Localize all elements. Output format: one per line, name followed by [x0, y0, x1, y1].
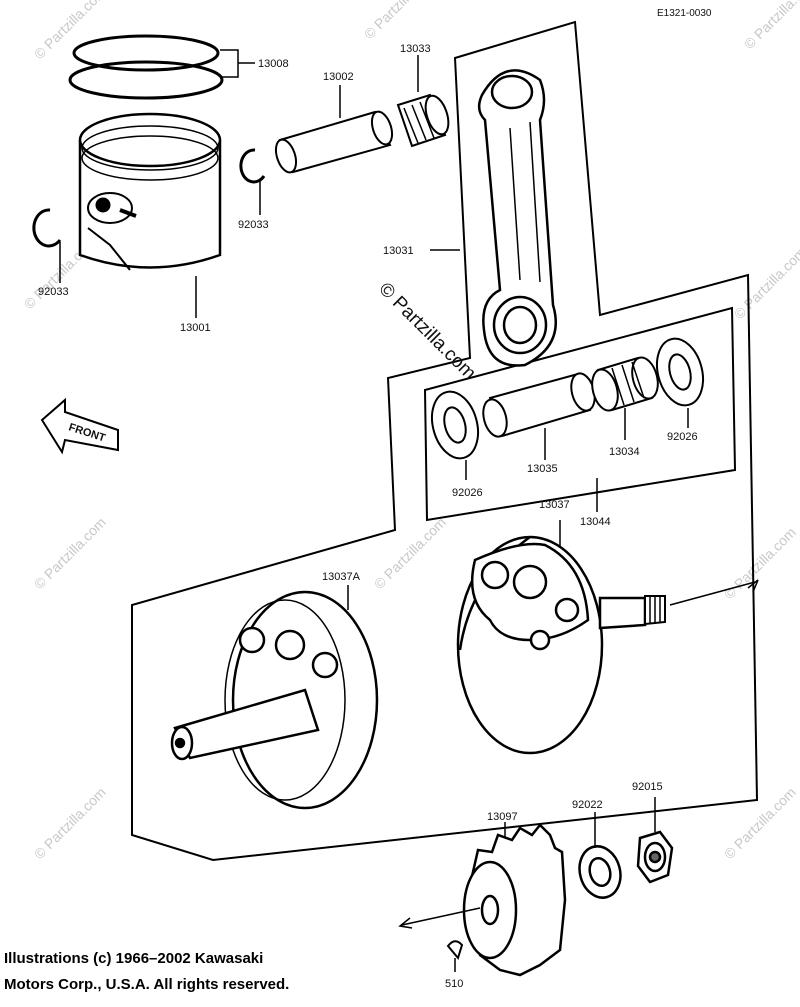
axis-line — [401, 907, 481, 926]
nut — [636, 830, 674, 884]
watermark-text: © Partzilla.com — [741, 0, 800, 52]
part-number-lock-washer: 92022 — [572, 799, 603, 811]
flywheel-left — [170, 590, 379, 810]
crank-pin — [482, 372, 596, 438]
watermark-text: © Partzilla.com — [731, 244, 800, 322]
watermark-text: © Partzilla.com — [371, 514, 449, 592]
part-number-crankshaft-assy: 13044 — [580, 516, 611, 528]
piston-rings — [68, 34, 224, 100]
washer-left — [430, 390, 480, 460]
watermark-text: © Partzilla.com — [721, 524, 799, 602]
lock-washer — [578, 845, 622, 899]
watermark-text: © Partzilla.com — [31, 784, 109, 862]
assembly-outline — [131, 20, 759, 862]
axis-arrow-icon — [747, 579, 759, 593]
leader-line — [220, 49, 255, 78]
part-number-rings: 13008 — [258, 58, 289, 70]
piston — [78, 112, 222, 271]
woodruff-key — [446, 940, 464, 961]
part-number-piston-pin: 13002 — [323, 71, 354, 83]
watermark-text: © Partzilla.com — [361, 0, 439, 42]
timing-gear — [462, 823, 567, 977]
part-number-circlip-right: 92033 — [238, 219, 269, 231]
big-end-bearing — [591, 356, 659, 412]
part-number-connecting-rod: 13031 — [383, 245, 414, 257]
part-number-key: 510 — [445, 978, 463, 990]
figure-reference: E1321-0030 — [657, 8, 712, 19]
part-number-flywheel-left: 13037A — [322, 571, 361, 583]
washer-right — [655, 337, 705, 407]
front-arrow-icon: FRONT — [40, 397, 119, 455]
part-number-piston: 13001 — [180, 322, 211, 334]
axis-arrow-icon — [398, 917, 413, 929]
axis-line — [669, 581, 756, 606]
part-number-flywheel-right: 13037 — [539, 499, 570, 511]
part-number-washer-right: 92026 — [667, 431, 698, 443]
watermark-text: © Partzilla.com — [31, 514, 109, 592]
connecting-rod — [477, 69, 558, 367]
part-number-gear: 13097 — [487, 811, 518, 823]
flywheel-right — [456, 535, 666, 755]
part-number-crank-pin: 13035 — [527, 463, 558, 475]
circlip-right — [239, 148, 266, 184]
piston-pin — [274, 110, 394, 174]
part-number-washer-left: 92026 — [452, 487, 483, 499]
copyright-line-2: Motors Corp., U.S.A. All rights reserved… — [4, 976, 289, 993]
watermark-text: © Partzilla.com — [31, 0, 109, 62]
copyright-line-1: Illustrations (c) 1966–2002 Kawasaki — [4, 950, 263, 967]
part-number-big-end-bearing: 13034 — [609, 446, 640, 458]
watermark-text: © Partzilla.com — [721, 784, 799, 862]
part-number-nut: 92015 — [632, 781, 663, 793]
part-number-circlip-left: 92033 — [38, 286, 69, 298]
bearing-group-outline — [423, 306, 737, 522]
circlip-left — [32, 208, 62, 248]
small-end-bearing — [396, 93, 450, 148]
part-number-small-end-bearing: 13033 — [400, 43, 431, 55]
